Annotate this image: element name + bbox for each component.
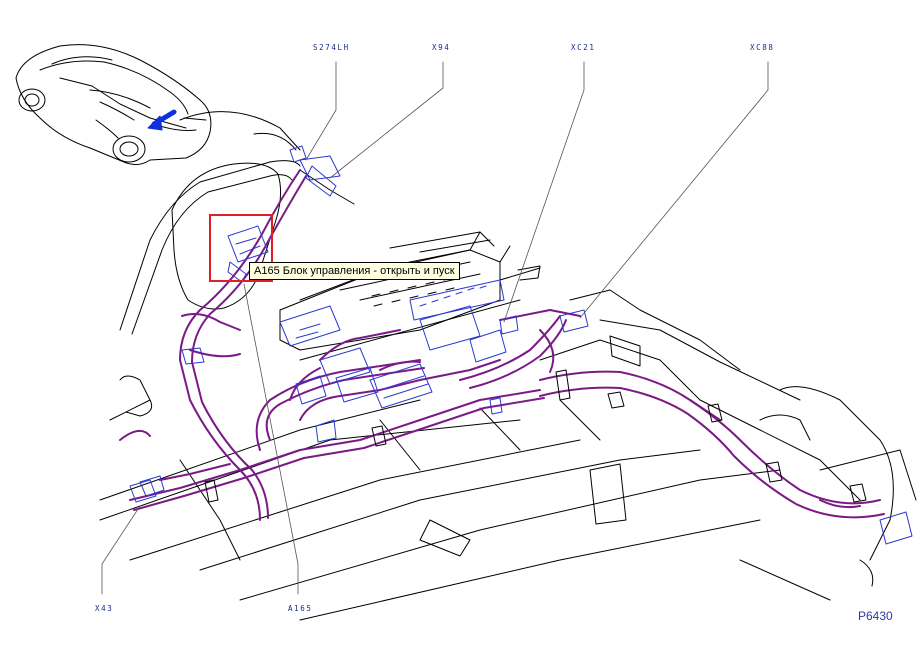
control-unit-a165 [279, 231, 541, 351]
label-xc21: XC21 [571, 43, 596, 52]
locator-car-icon [15, 44, 212, 166]
label-xc88: XC88 [750, 43, 775, 52]
connectors [129, 145, 913, 545]
harness-clips [204, 369, 867, 503]
label-x94: X94 [432, 43, 451, 52]
plate-id: P6430 [858, 609, 893, 623]
harness [119, 169, 885, 521]
label-x43: X43 [95, 604, 114, 613]
component-tooltip: A165 Блок управления - открыть и пуск [249, 262, 460, 280]
label-s274lh: S274LH [313, 43, 350, 52]
highlight-box-a165[interactable] [209, 214, 273, 282]
label-a165: A165 [288, 604, 313, 613]
body-outlines [99, 111, 917, 621]
leader-lines [101, 61, 769, 595]
